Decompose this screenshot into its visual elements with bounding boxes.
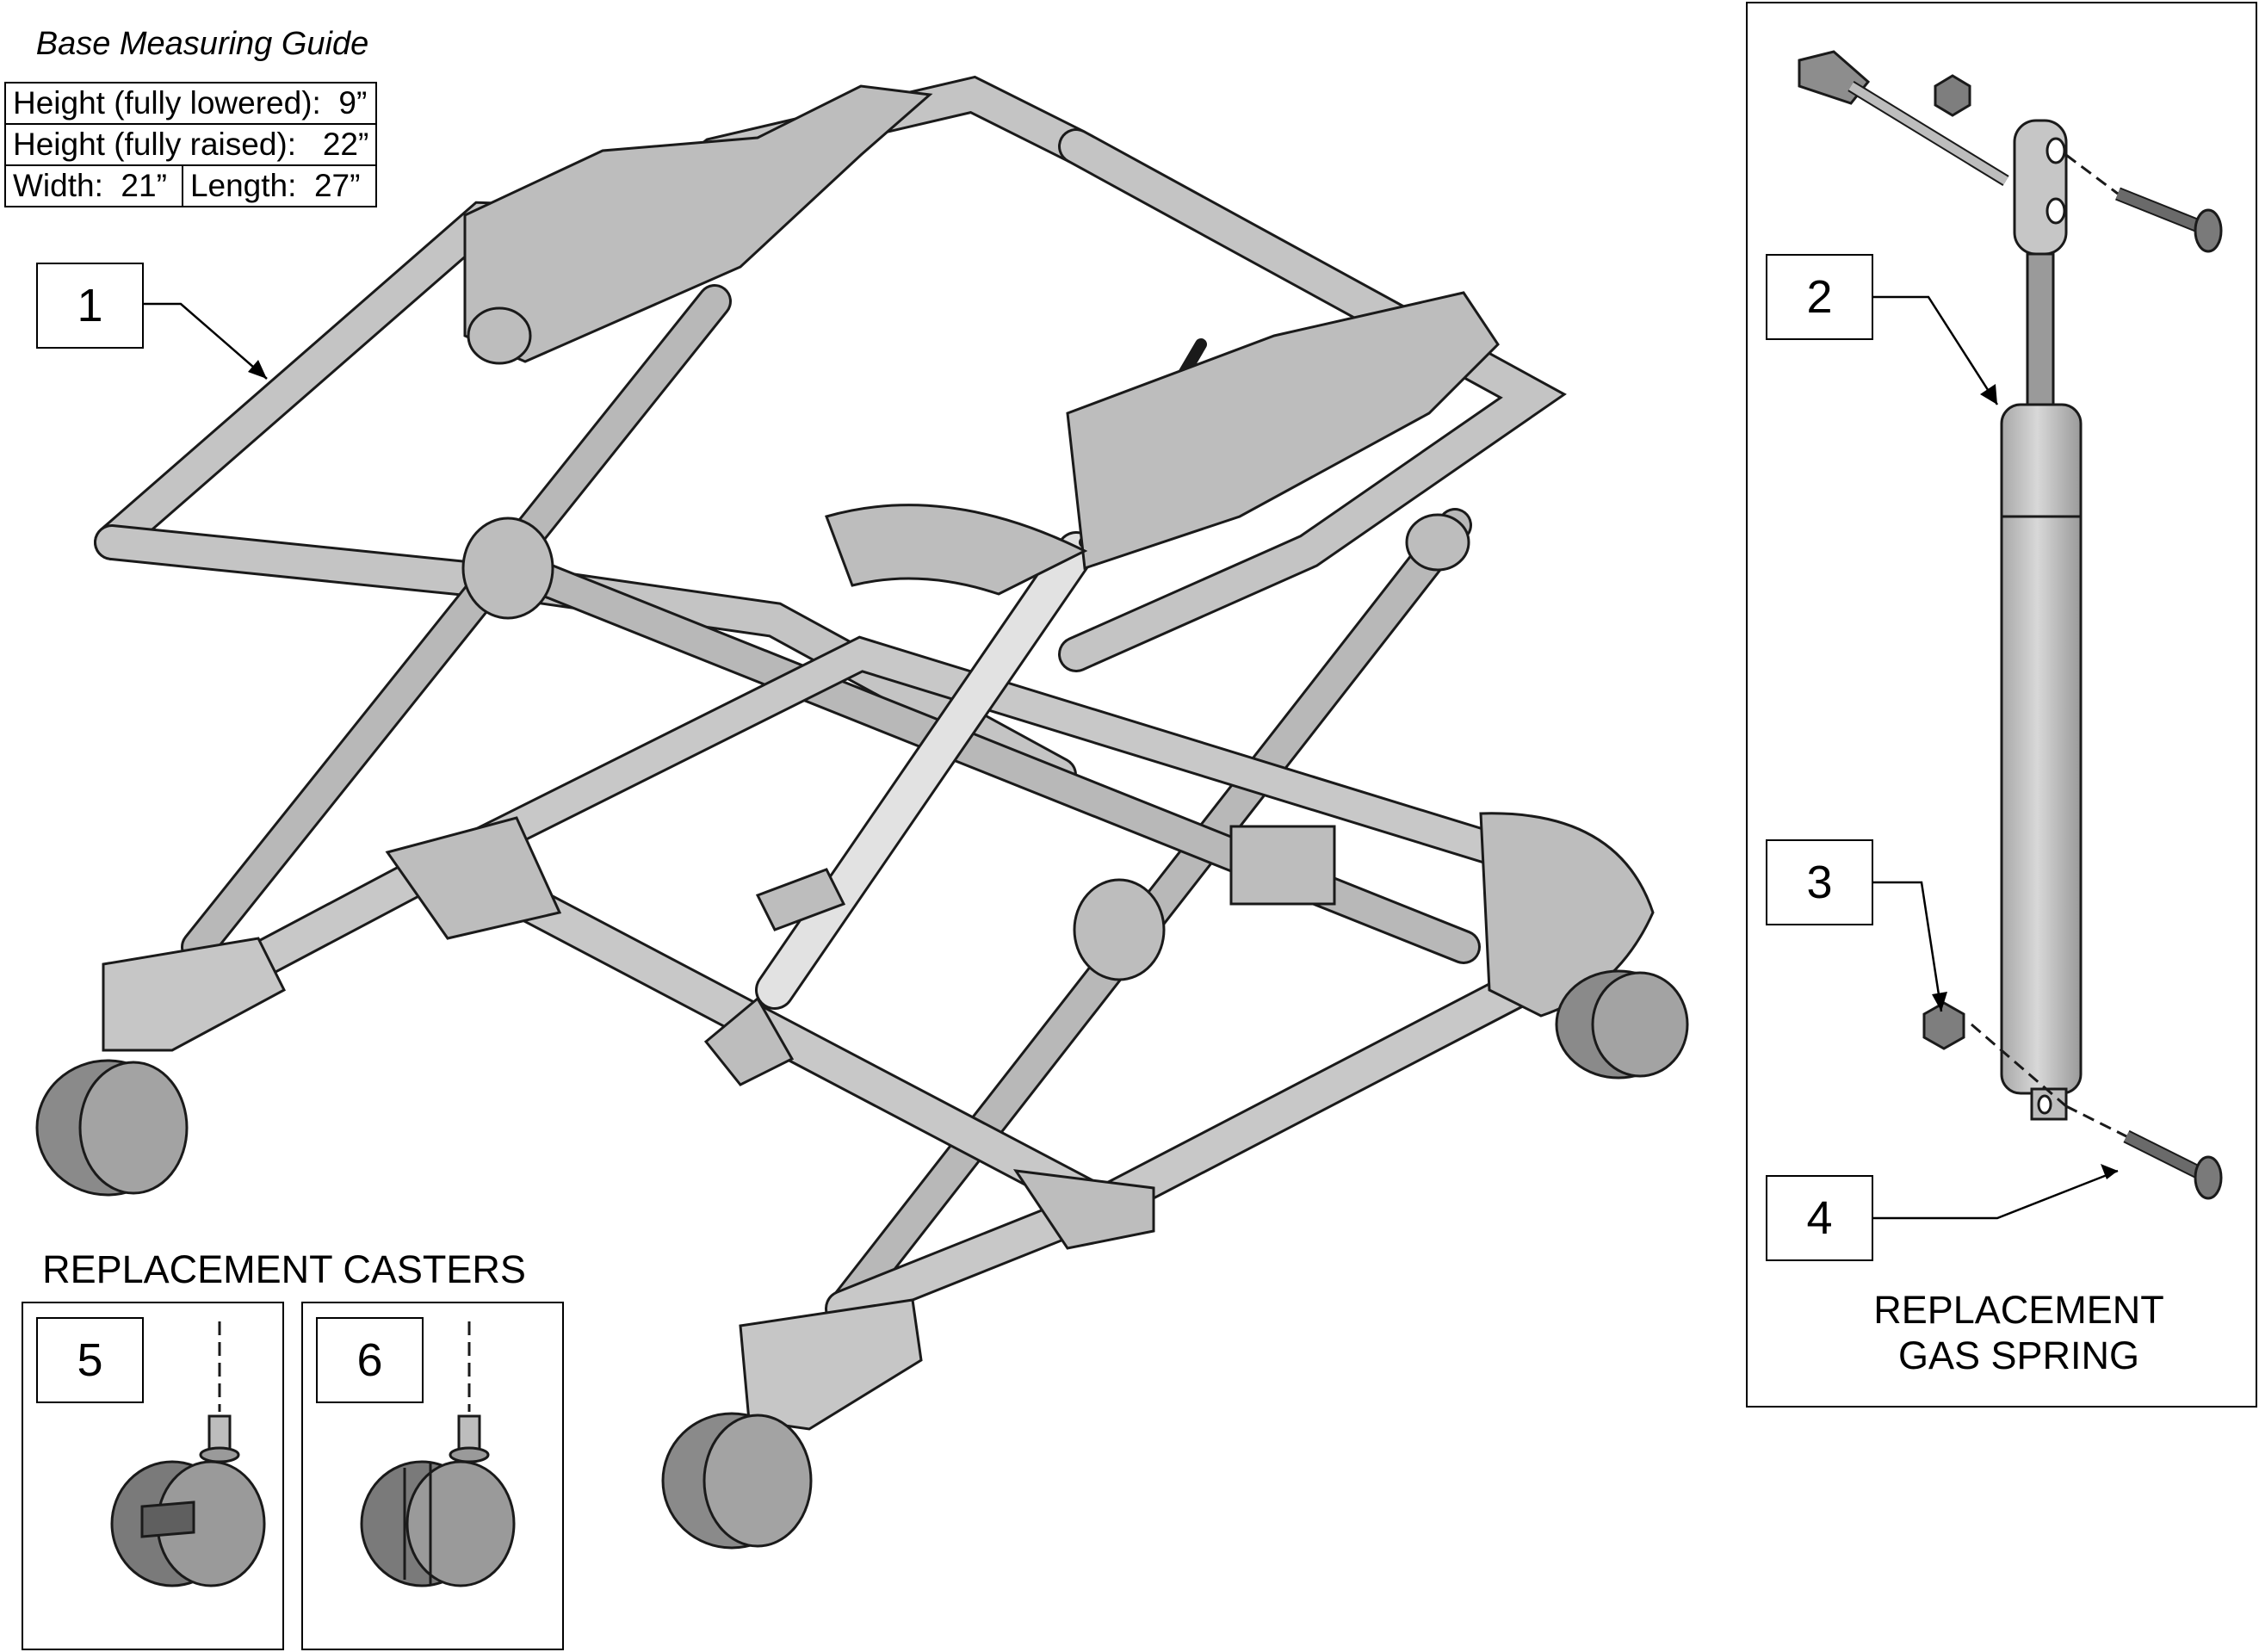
callout-6: 6 <box>316 1317 424 1403</box>
table-row: Width: 21” Length: 27” <box>4 164 378 207</box>
callout-2: 2 <box>1766 254 1873 340</box>
caster-6-panel <box>301 1302 564 1650</box>
height-lowered-value: 9” <box>338 85 368 121</box>
leader-lines <box>144 295 2119 1220</box>
callout-4: 4 <box>1766 1175 1873 1261</box>
height-raised-value: 22” <box>322 127 369 162</box>
length-cell: Length: 27” <box>181 164 378 207</box>
height-lowered-cell: Height (fully lowered): 9” <box>3 82 378 125</box>
callout-5: 5 <box>36 1317 144 1403</box>
height-raised-label: Height (fully raised): <box>13 127 297 162</box>
measuring-guide-title: Base Measuring Guide <box>35 26 369 62</box>
gas-spring-caption: REPLACEMENT GAS SPRING <box>1873 1288 2164 1378</box>
width-cell: Width: 21” <box>4 164 183 207</box>
caster-5-panel <box>22 1302 284 1650</box>
casters-caption: REPLACEMENT CASTERS <box>42 1247 526 1291</box>
measuring-guide-table: Height (fully lowered): 9” Height (fully… <box>3 82 378 207</box>
replacement-gas-spring-drawing <box>1798 50 2223 1200</box>
callout-1: 1 <box>36 263 144 349</box>
caster-6-drawing <box>360 1321 516 1587</box>
height-lowered-label: Height (fully lowered): <box>13 85 321 121</box>
height-raised-cell: Height (fully raised): 22” <box>3 123 378 166</box>
table-row: Height (fully lowered): 9” <box>3 82 378 125</box>
table-row: Height (fully raised): 22” <box>3 123 378 166</box>
callout-3: 3 <box>1766 839 1873 925</box>
lift-base-frame <box>94 75 1567 1327</box>
gas-spring-panel <box>1746 2 2257 1408</box>
caster-5-drawing <box>110 1321 266 1587</box>
